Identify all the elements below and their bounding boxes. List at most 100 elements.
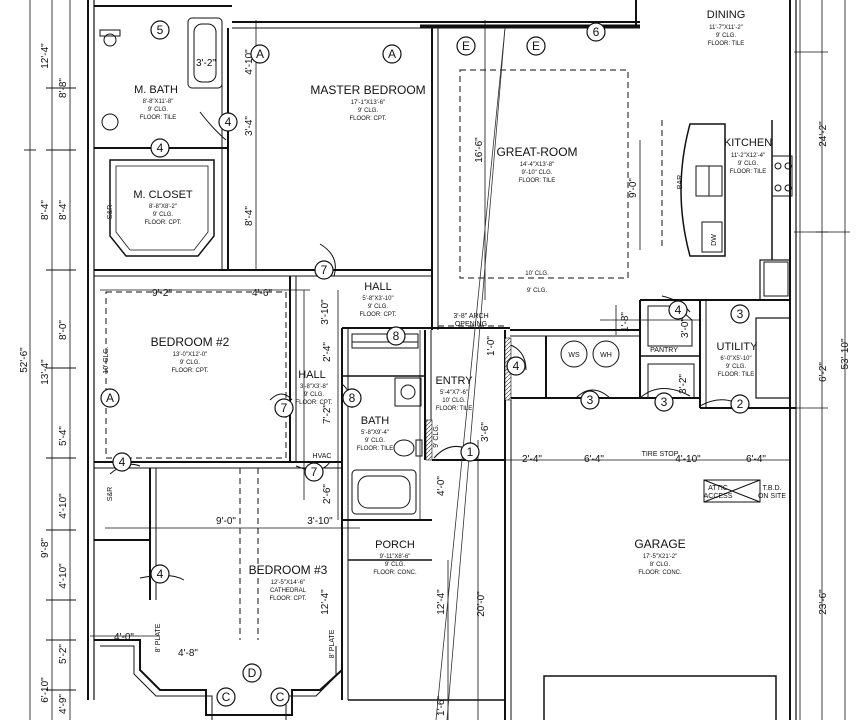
access-label: ACCESS bbox=[704, 493, 733, 500]
svg-text:13'-0"X12'-0": 13'-0"X12'-0" bbox=[173, 352, 208, 358]
svg-text:13'-4": 13'-4" bbox=[40, 359, 51, 385]
room-name-bath: BATH bbox=[361, 415, 390, 427]
svg-text:7: 7 bbox=[281, 401, 288, 415]
svg-text:2'-6": 2'-6" bbox=[322, 484, 333, 504]
svg-text:8' PLATE: 8' PLATE bbox=[329, 629, 336, 658]
svg-text:8'-4": 8'-4" bbox=[40, 200, 51, 220]
svg-text:9' CLG.: 9' CLG. bbox=[365, 438, 385, 444]
svg-text:FLOOR: CONC.: FLOOR: CONC. bbox=[373, 570, 417, 576]
svg-text:4: 4 bbox=[225, 115, 232, 129]
svg-text:5: 5 bbox=[157, 23, 164, 37]
svg-text:2'-4": 2'-4" bbox=[322, 342, 333, 362]
svg-text:4: 4 bbox=[157, 567, 164, 581]
svg-text:5'-8"X9'-4": 5'-8"X9'-4" bbox=[361, 430, 389, 436]
svg-text:1'-8": 1'-8" bbox=[620, 312, 631, 332]
svg-text:FLOOR: TILE: FLOOR: TILE bbox=[519, 178, 556, 184]
svg-text:7: 7 bbox=[321, 263, 328, 277]
tbd-label: T.B.D. bbox=[762, 485, 781, 492]
svg-text:2'-4": 2'-4" bbox=[522, 454, 542, 465]
svg-text:3: 3 bbox=[737, 307, 744, 321]
dimension-lines bbox=[24, 0, 850, 720]
room-name-utility: UTILITY bbox=[717, 341, 759, 353]
svg-text:4: 4 bbox=[513, 359, 520, 373]
svg-text:E: E bbox=[532, 39, 540, 53]
opening-label: OPENING bbox=[455, 321, 487, 328]
svg-text:11'-2"X12'-4": 11'-2"X12'-4" bbox=[731, 153, 765, 159]
room-name-dining: DINING bbox=[707, 9, 746, 21]
svg-text:8'-8": 8'-8" bbox=[58, 78, 69, 98]
kitchen-island-icon bbox=[680, 123, 726, 257]
svg-text:FLOOR: TILE: FLOOR: TILE bbox=[436, 406, 473, 412]
svg-text:FLOOR: TILE: FLOOR: TILE bbox=[718, 372, 755, 378]
room-name-kitchen: KITCHEN bbox=[724, 137, 772, 149]
svg-text:FLOOR: CPT.: FLOOR: CPT. bbox=[171, 368, 208, 374]
svg-text:10' CLG.: 10' CLG. bbox=[525, 271, 549, 277]
room-name-bedroom-3: BEDROOM #3 bbox=[249, 563, 328, 577]
hvac-label: HVAC bbox=[313, 453, 332, 460]
svg-text:C: C bbox=[276, 690, 285, 704]
svg-text:C: C bbox=[222, 690, 231, 704]
svg-text:2: 2 bbox=[737, 397, 744, 411]
room-name-master-bedroom: MASTER BEDROOM bbox=[310, 83, 425, 97]
svg-text:8'-4": 8'-4" bbox=[244, 206, 255, 226]
room-labels: DINING 11'-7"X11'-2" 9' CLG. FLOOR: TILE… bbox=[133, 9, 772, 602]
svg-text:8'-4": 8'-4" bbox=[58, 200, 69, 220]
svg-text:FLOOR: CPT.: FLOOR: CPT. bbox=[295, 400, 332, 406]
svg-text:9' CLG.: 9' CLG. bbox=[433, 424, 440, 448]
svg-text:4: 4 bbox=[675, 303, 682, 317]
svg-text:FLOOR: TILE: FLOOR: TILE bbox=[708, 41, 745, 47]
washer-label: WS bbox=[568, 352, 580, 359]
room-name-great-room: GREAT-ROOM bbox=[496, 145, 577, 159]
tire-stop-label: TIRE STOP bbox=[642, 451, 679, 458]
svg-text:16'-6": 16'-6" bbox=[474, 137, 485, 163]
fridge-icon bbox=[763, 261, 789, 297]
svg-text:3'-0": 3'-0" bbox=[680, 318, 691, 338]
svg-text:9' CLG.: 9' CLG. bbox=[368, 304, 388, 310]
svg-text:9' CLG.: 9' CLG. bbox=[726, 364, 746, 370]
svg-text:8' PLATE: 8' PLATE bbox=[155, 623, 162, 652]
svg-text:9' CLG.: 9' CLG. bbox=[738, 161, 758, 167]
svg-text:4'-6": 4'-6" bbox=[252, 288, 272, 299]
hall-bathtub-icon bbox=[351, 469, 417, 515]
svg-text:5'-2": 5'-2" bbox=[58, 644, 69, 664]
room-name-hall-2: HALL bbox=[298, 369, 326, 381]
svg-text:A: A bbox=[256, 47, 264, 61]
sink-icon bbox=[101, 113, 119, 131]
svg-text:9' CLG.: 9' CLG. bbox=[153, 212, 173, 218]
dashed-outlines bbox=[105, 69, 663, 640]
svg-text:3'-10": 3'-10" bbox=[320, 299, 331, 325]
svg-text:14'-4"X13'-8": 14'-4"X13'-8" bbox=[520, 162, 555, 168]
svg-text:1'-6": 1'-6" bbox=[436, 696, 447, 716]
svg-text:FLOOR: CPT.: FLOOR: CPT. bbox=[144, 220, 181, 226]
room-name-porch: PORCH bbox=[375, 539, 415, 551]
svg-text:S&R: S&R bbox=[107, 205, 114, 219]
svg-text:9'-11"X8'-6": 9'-11"X8'-6" bbox=[380, 554, 411, 560]
fixture-labels: WS WH PANTRY BAR DW HVAC 3'-8" ARCH OPEN… bbox=[103, 175, 786, 659]
svg-text:S&R: S&R bbox=[107, 487, 114, 501]
dw-label: DW bbox=[711, 234, 718, 246]
svg-text:3'-2": 3'-2" bbox=[196, 58, 216, 69]
svg-text:9'-10" CLG.: 9'-10" CLG. bbox=[522, 170, 553, 176]
svg-text:1: 1 bbox=[467, 445, 474, 459]
svg-text:4'-10": 4'-10" bbox=[58, 563, 69, 589]
svg-text:9'-8": 9'-8" bbox=[40, 538, 51, 558]
room-name-master-closet: M. CLOSET bbox=[133, 189, 193, 201]
svg-text:11'-7"X11'-2": 11'-7"X11'-2" bbox=[709, 25, 743, 31]
hall-sink-icon bbox=[394, 377, 422, 407]
svg-text:FLOOR: TILE: FLOOR: TILE bbox=[357, 446, 394, 452]
water-heater-label: WH bbox=[600, 352, 612, 359]
svg-text:52'-6": 52'-6" bbox=[19, 347, 30, 373]
svg-text:9' CLG.: 9' CLG. bbox=[180, 360, 200, 366]
svg-text:4: 4 bbox=[119, 455, 126, 469]
attic-access-icon bbox=[703, 479, 761, 503]
svg-text:8'-8"X11'-8": 8'-8"X11'-8" bbox=[143, 99, 174, 105]
room-name-garage: GARAGE bbox=[634, 537, 685, 551]
svg-text:12'-5"X14'-6": 12'-5"X14'-6" bbox=[271, 580, 306, 586]
room-name-bedroom-2: BEDROOM #2 bbox=[151, 335, 230, 349]
svg-text:17'-5"X21'-2": 17'-5"X21'-2" bbox=[643, 554, 678, 560]
svg-text:9' CLG.: 9' CLG. bbox=[385, 562, 405, 568]
closet-shelf-icon bbox=[109, 159, 215, 257]
svg-text:6'-4": 6'-4" bbox=[584, 454, 604, 465]
hall-toilet-icon bbox=[393, 439, 415, 457]
